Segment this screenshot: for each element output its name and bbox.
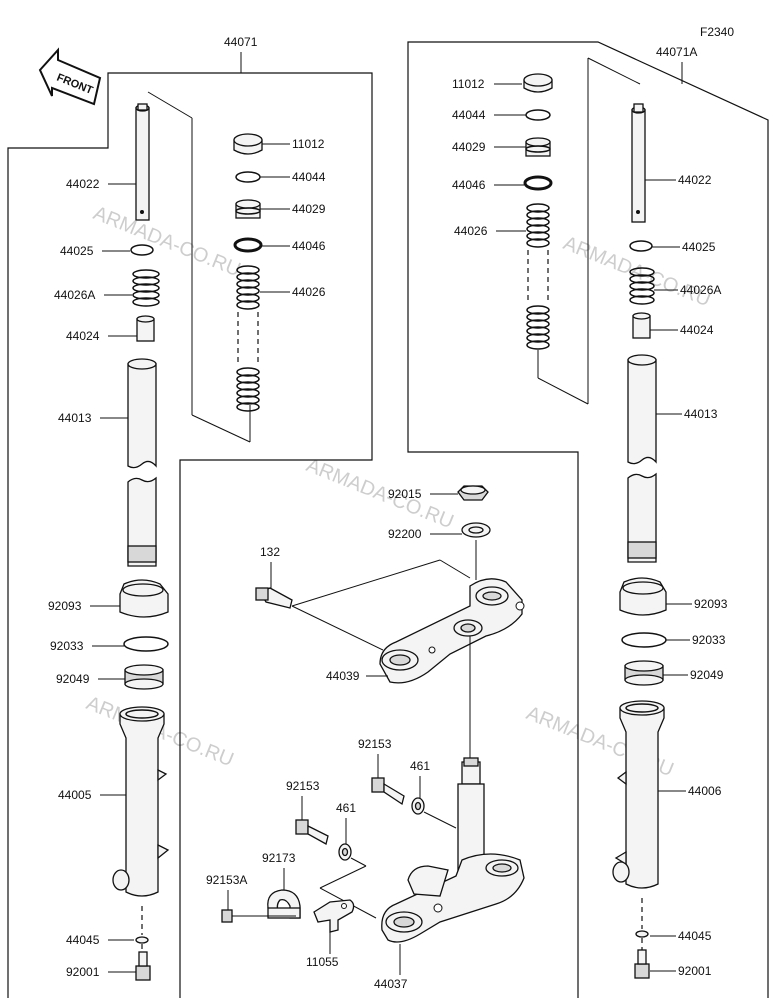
label-92093-right: 92093 <box>694 597 728 611</box>
right-fork: 11012 44044 44029 44046 <box>452 57 728 979</box>
cap-11012-right <box>523 73 553 93</box>
washer-461-upper <box>411 797 425 815</box>
label-92153a: 92153A <box>206 873 247 887</box>
label-44005: 44005 <box>58 788 92 802</box>
label-44039: 44039 <box>326 669 360 683</box>
oring-44046-left <box>233 237 263 253</box>
spring-44026a-left <box>132 269 160 307</box>
gasket-44045-left <box>135 936 149 944</box>
label-11012-left: 11012 <box>292 137 325 151</box>
ring-44025-right <box>629 240 653 252</box>
label-44029-left: 44029 <box>292 202 326 216</box>
oil-seal-92049-right <box>624 660 664 686</box>
label-92049-left: 92049 <box>56 672 90 686</box>
label-11012-right: 11012 <box>452 77 485 91</box>
label-92153-lower: 92153 <box>286 779 320 793</box>
retainer-92033-right <box>621 632 667 648</box>
gasket-44045-right <box>635 930 649 938</box>
oil-seal-92049-left <box>124 664 164 690</box>
cap-11012-left <box>233 133 263 155</box>
oring-44046-right <box>523 175 553 191</box>
stem-44037 <box>381 757 525 943</box>
label-92173: 92173 <box>262 851 296 865</box>
label-44045-right: 44045 <box>678 929 712 943</box>
label-92093-left: 92093 <box>48 599 82 613</box>
circlip-44044-left <box>235 171 261 183</box>
spring-44026-left <box>236 265 260 412</box>
label-44006: 44006 <box>688 784 722 798</box>
outer-tube-44005 <box>112 706 170 897</box>
piece-44024-left <box>136 315 155 342</box>
retainer-92033-left <box>123 636 169 652</box>
outer-tube-44006 <box>612 700 665 889</box>
dust-seal-92093-right <box>619 577 667 616</box>
watermark-1: ARMADA-CO.RU <box>90 202 244 281</box>
label-132: 132 <box>260 545 280 559</box>
piece-44024-right <box>632 312 651 339</box>
label-461-lower: 461 <box>336 801 356 815</box>
nut-92015 <box>457 485 489 501</box>
spring-seat-44029-left <box>235 199 261 219</box>
label-11055: 11055 <box>306 955 339 969</box>
inner-tube-44013-right <box>627 354 657 563</box>
circlip-44044-right <box>525 109 551 121</box>
label-44025-left: 44025 <box>60 244 94 258</box>
label-44026a-left: 44026A <box>54 288 95 302</box>
frames <box>7 41 769 998</box>
label-44045-left: 44045 <box>66 933 100 947</box>
spring-44026-right <box>526 203 550 350</box>
left-fork: 44022 44025 44026A 44024 440 <box>48 91 326 981</box>
label-44026-right: 44026 <box>454 224 488 238</box>
washer-92200 <box>461 522 491 538</box>
label-44026a-right: 44026A <box>680 283 721 297</box>
spring-seat-44029-right <box>525 137 551 157</box>
label-92049-right: 92049 <box>690 668 724 682</box>
dust-seal-92093-left <box>119 579 169 618</box>
upper-bracket-44039 <box>379 578 525 684</box>
bolt-92153-upper <box>371 777 405 806</box>
label-92001-right: 92001 <box>678 964 712 978</box>
steering-group: 92015 92200 132 <box>206 485 525 991</box>
label-92200: 92200 <box>388 527 422 541</box>
bolt-132 <box>255 587 293 609</box>
figure-code: F2340 <box>700 25 734 39</box>
label-44022-left: 44022 <box>66 177 100 191</box>
label-44022-right: 44022 <box>678 173 712 187</box>
label-44071: 44071 <box>224 35 258 49</box>
label-44024-left: 44024 <box>66 329 100 343</box>
bolt-92001-left <box>135 951 151 981</box>
bolt-92153a <box>221 909 296 923</box>
label-44029-right: 44029 <box>452 140 486 154</box>
front-arrow-icon: FRONT <box>38 47 102 106</box>
bolt-92001-right <box>634 949 650 979</box>
label-44013-right: 44013 <box>684 407 718 421</box>
washer-461-lower <box>338 843 352 861</box>
label-44026-left: 44026 <box>292 285 326 299</box>
label-44044-left: 44044 <box>292 170 326 184</box>
label-92015: 92015 <box>388 487 422 501</box>
label-44046-left: 44046 <box>292 239 326 253</box>
bolt-92153-lower <box>295 819 329 845</box>
spring-44026a-right <box>629 267 655 305</box>
label-44037: 44037 <box>374 977 408 991</box>
label-92033-right: 92033 <box>692 633 726 647</box>
label-44046-right: 44046 <box>452 178 486 192</box>
label-44013-left: 44013 <box>58 411 92 425</box>
label-92001-left: 92001 <box>66 965 100 979</box>
label-44025-right: 44025 <box>682 240 716 254</box>
label-92033-left: 92033 <box>50 639 84 653</box>
cylinder-44022-right <box>631 103 646 223</box>
label-461-upper: 461 <box>410 759 430 773</box>
ring-44025-left <box>130 244 154 256</box>
bracket-11055 <box>313 899 355 933</box>
inner-tube-44013-left <box>127 358 157 567</box>
label-92153-upper: 92153 <box>358 737 392 751</box>
label-44024-right: 44024 <box>680 323 714 337</box>
clamp-92173 <box>267 889 301 919</box>
label-44071a: 44071A <box>656 45 697 59</box>
cylinder-44022 <box>135 103 150 221</box>
label-44044-right: 44044 <box>452 108 486 122</box>
